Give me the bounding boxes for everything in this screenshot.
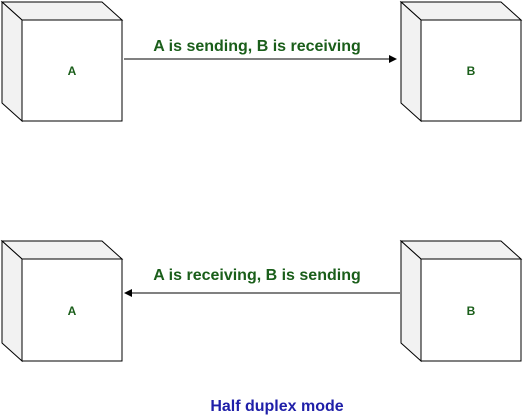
top-message-label: A is sending, B is receiving — [153, 38, 360, 55]
cube-top-face — [0, 1, 124, 21]
cube-side-face — [1, 0, 23, 123]
diagram-caption: Half duplex mode — [210, 398, 343, 415]
bottom-node-a-label: A — [68, 304, 77, 318]
bottom-message-label: A is receiving, B is sending — [153, 267, 360, 284]
bottom-scene: A B A is receiving, B is sending — [0, 239, 523, 363]
cube-front-face — [21, 258, 123, 362]
top-node-b: B — [399, 0, 523, 123]
bottom-node-b: B — [399, 239, 523, 363]
top-scene: A B A is sending, B is receiving — [0, 0, 523, 123]
cube-top-face — [399, 240, 523, 260]
bottom-node-b-label: B — [467, 304, 476, 318]
cube-front-face — [420, 258, 522, 362]
top-node-a: A — [0, 0, 124, 123]
cube-top-face — [399, 1, 523, 21]
cube-side-face — [400, 239, 422, 363]
cube-side-face — [400, 0, 422, 123]
top-node-b-label: B — [467, 64, 476, 78]
top-node-a-label: A — [68, 64, 77, 78]
bottom-node-a: A — [0, 239, 124, 363]
cube-top-face — [0, 240, 124, 260]
cube-front-face — [420, 19, 522, 122]
cube-side-face — [1, 239, 23, 363]
cube-front-face — [21, 19, 123, 122]
